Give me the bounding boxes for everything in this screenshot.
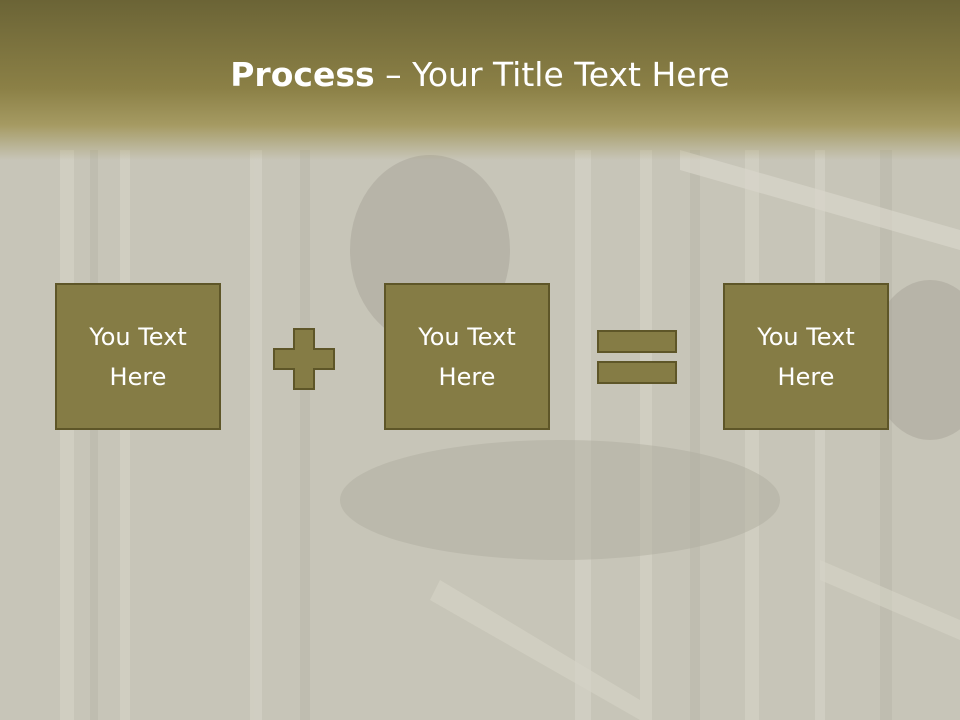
process-box-3: You Text Here — [723, 283, 889, 430]
process-box-2: You Text Here — [384, 283, 550, 430]
process-box-1: You Text Here — [55, 283, 221, 430]
title-band — [0, 0, 960, 160]
title-bold: Process — [230, 55, 375, 94]
plus-icon — [273, 328, 335, 390]
process-box-1-label: You Text Here — [89, 322, 187, 391]
process-box-2-label: You Text Here — [418, 322, 516, 391]
title-rest: – Your Title Text Here — [374, 55, 730, 94]
process-box-3-label: You Text Here — [757, 322, 855, 391]
equals-icon — [597, 330, 677, 384]
slide-title: Process – Your Title Text Here — [0, 54, 960, 96]
